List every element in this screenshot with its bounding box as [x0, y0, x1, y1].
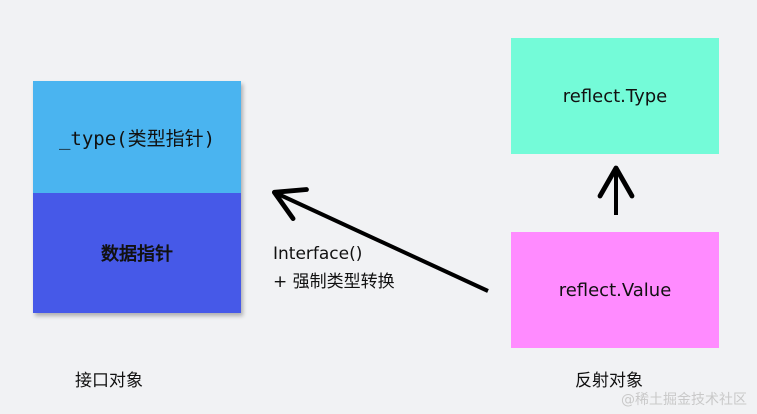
reflect-value-box: reflect.Value — [511, 232, 719, 348]
reflect-object-caption: 反射对象 — [575, 371, 643, 391]
type-pointer-field: _type(类型指针) — [33, 81, 241, 193]
watermark: @稀土掘金技术社区 — [621, 392, 747, 408]
reflect-type-box: reflect.Type — [511, 38, 719, 154]
conversion-arrow — [271, 187, 489, 293]
conversion-label: Interface() + 强制类型转换 — [273, 240, 395, 296]
conversion-line1: Interface() — [273, 244, 363, 264]
data-pointer-field: 数据指针 — [33, 193, 241, 313]
conversion-line2: + 强制类型转换 — [273, 272, 395, 292]
interface-object-caption: 接口对象 — [75, 371, 143, 391]
interface-object-box: _type(类型指针) 数据指针 — [33, 81, 241, 313]
